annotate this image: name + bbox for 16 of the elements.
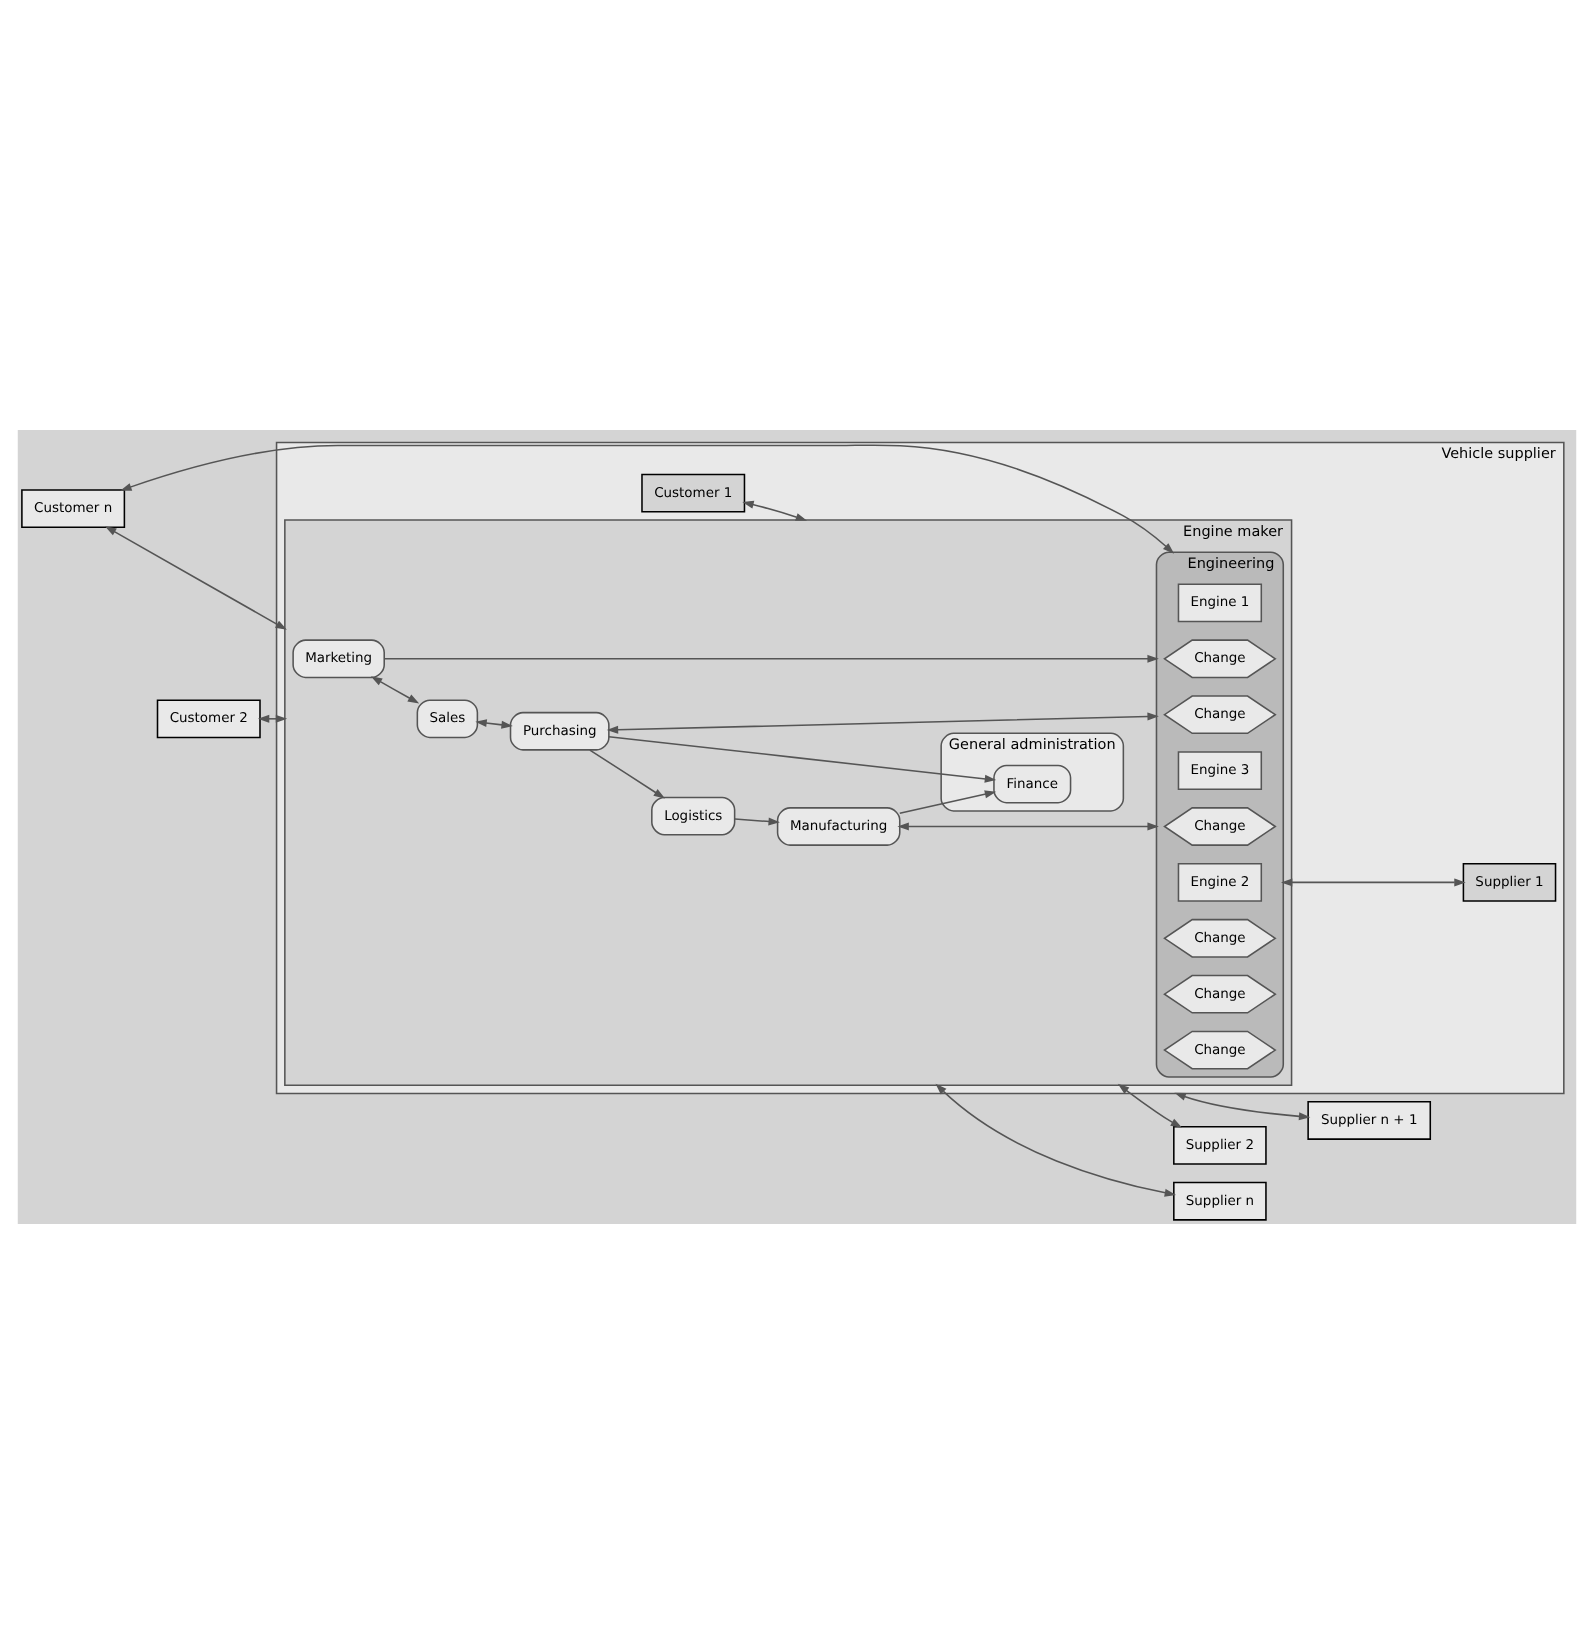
arrow: [589, 748, 666, 798]
arrow: [899, 789, 997, 813]
arrow: [935, 1082, 1177, 1196]
arrow: [897, 821, 1159, 830]
arrow: [120, 443, 1175, 553]
arrow: [606, 711, 1159, 733]
arrow: [257, 713, 288, 722]
arrow: [383, 653, 1159, 662]
arrow: [1280, 877, 1466, 886]
arrow: [742, 499, 808, 520]
arrow: [734, 816, 780, 825]
arrow: [104, 525, 287, 629]
arrow: [608, 734, 997, 782]
arrow: [1117, 1082, 1183, 1127]
arrow: [1174, 1091, 1311, 1120]
arrow: [370, 675, 420, 703]
